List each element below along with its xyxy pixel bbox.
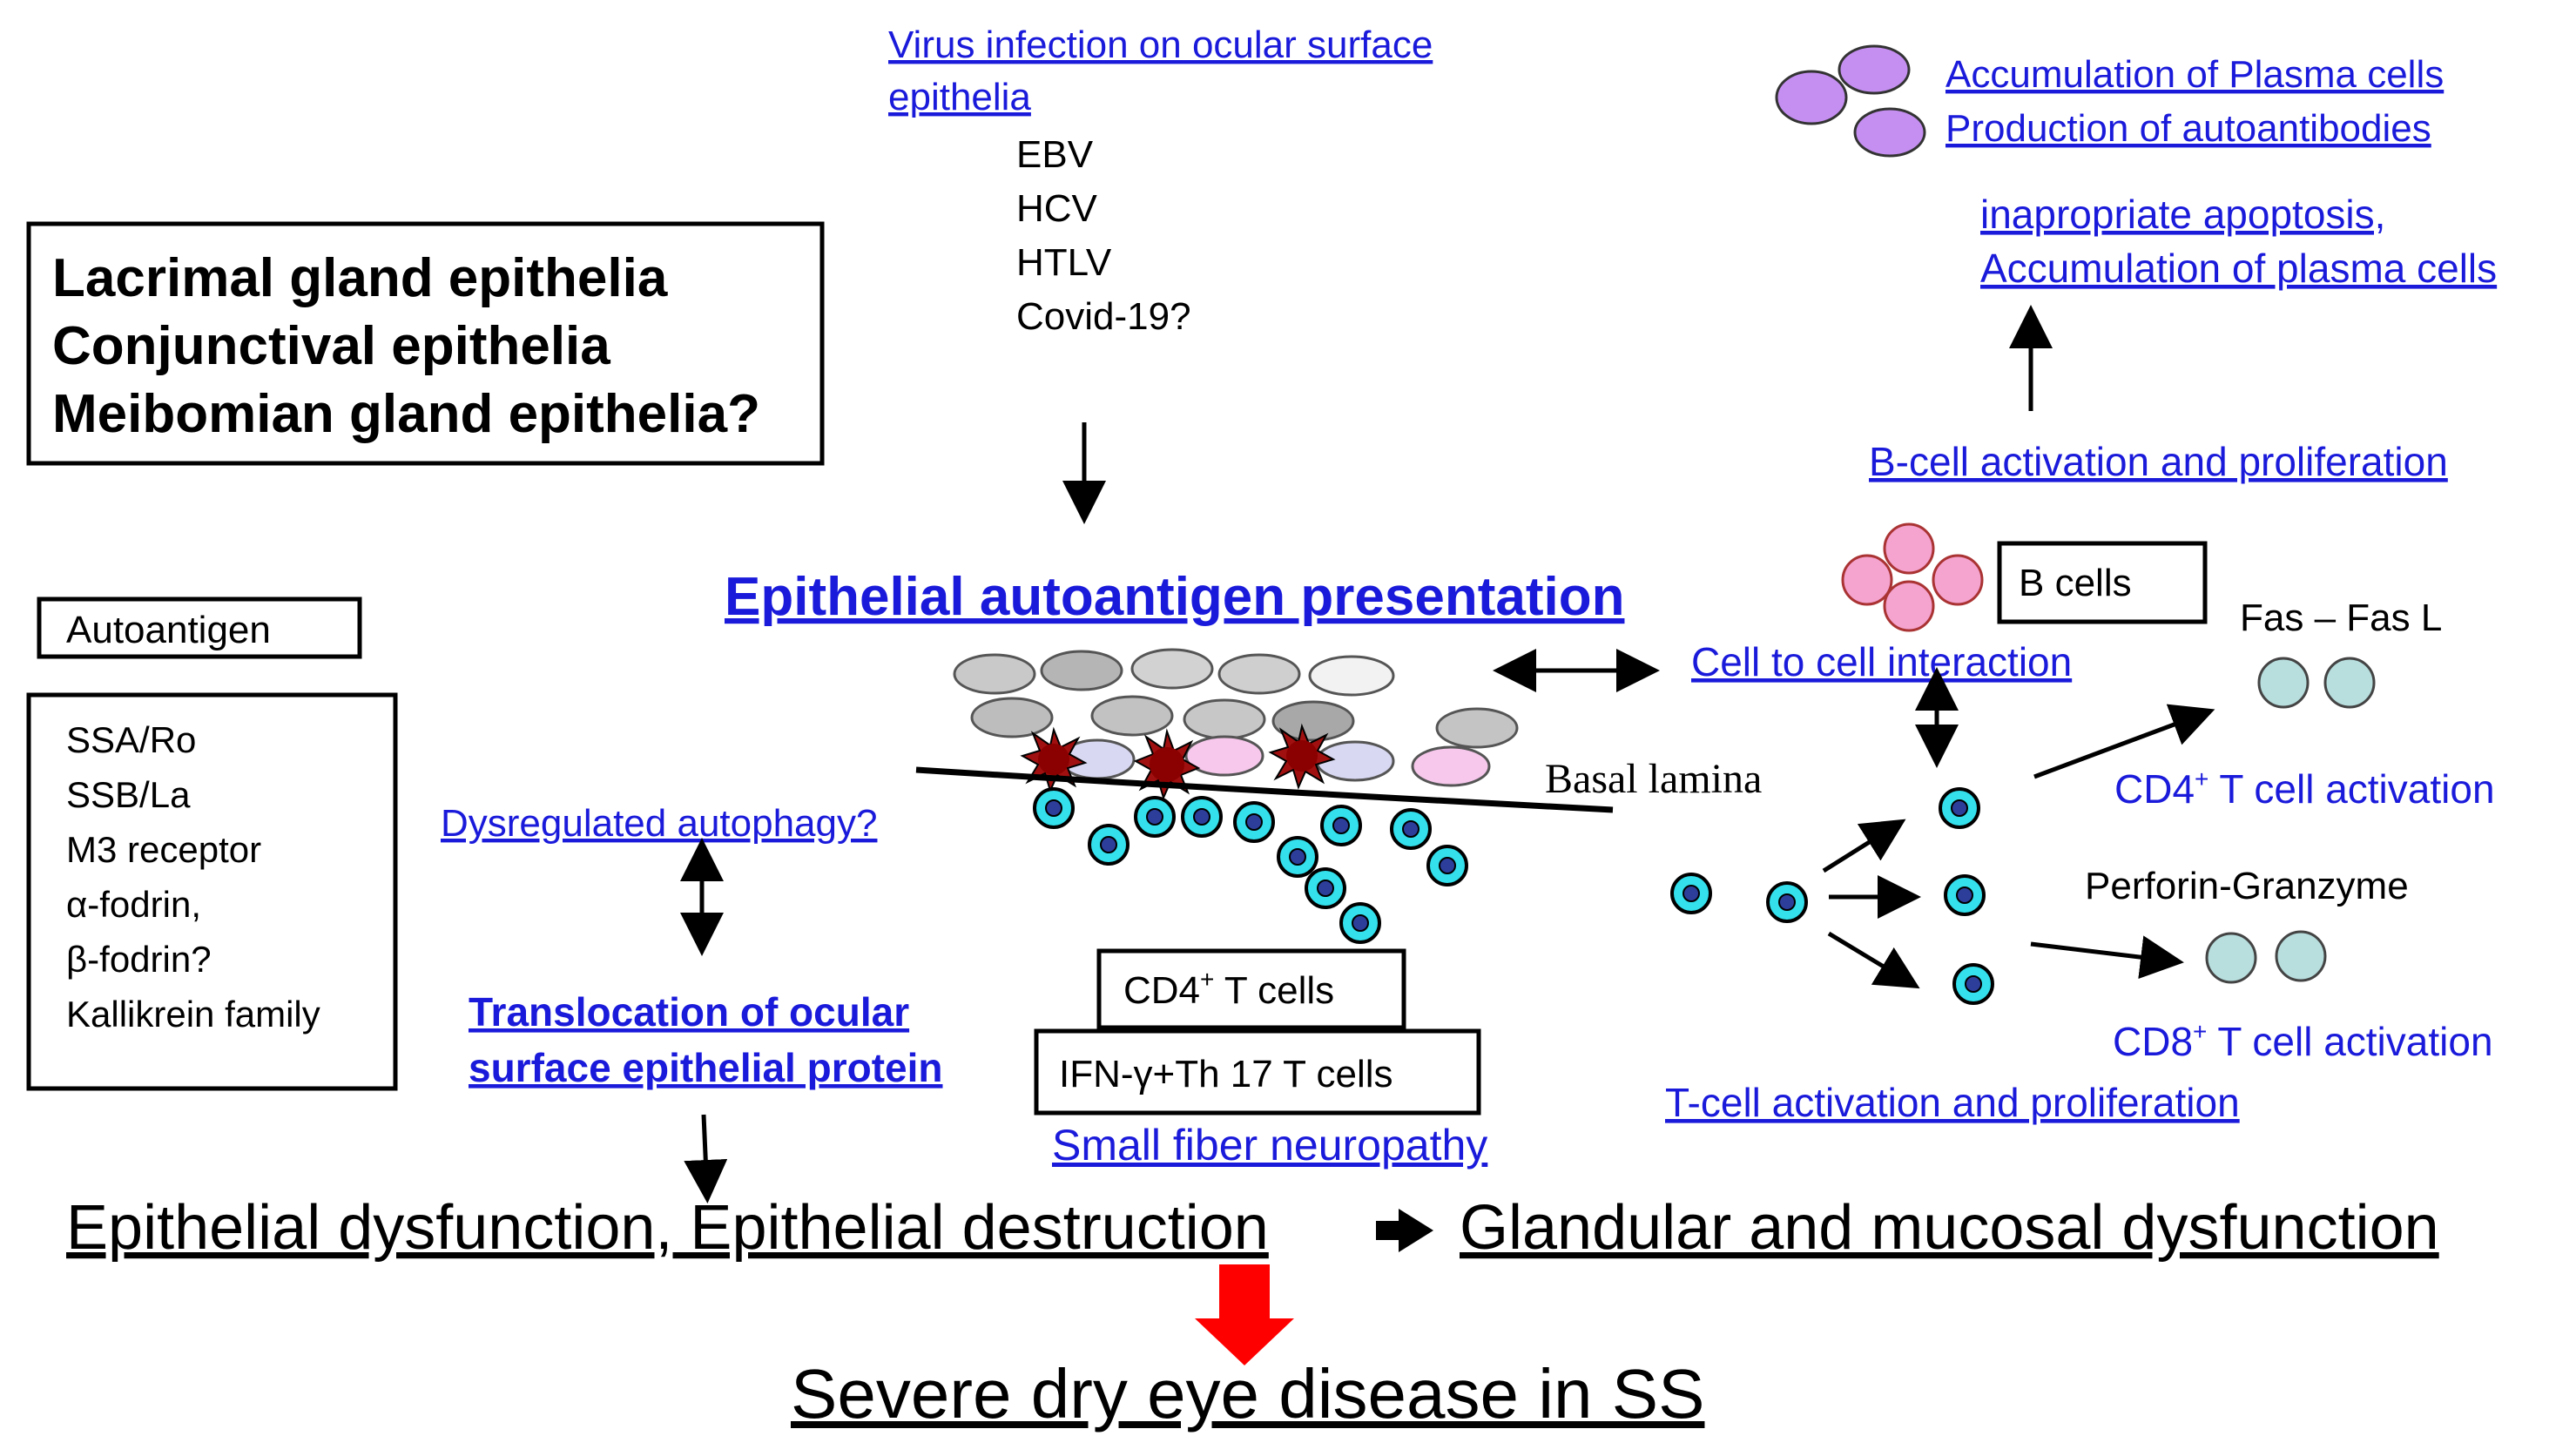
basal-lamina-label: Basal lamina: [1545, 756, 1762, 802]
cd4-effector-cells: [2257, 657, 2376, 709]
cd4-t-cells-label: CD4+ T cells: [1123, 966, 1334, 1012]
plasma-line-1: Accumulation of Plasma cells: [1945, 53, 2444, 96]
b-cells-box: B cells: [1997, 541, 2208, 624]
epithelia-line-2: Conjunctival epithelia: [52, 316, 610, 376]
epithelial-cell-cluster: [953, 648, 1519, 800]
red-down-arrow: [1195, 1264, 1294, 1365]
autoantigen-item: SSB/La: [66, 774, 191, 815]
autoantigen-item: Kallikrein family: [66, 994, 320, 1035]
virus-item: Covid-19?: [1016, 295, 1191, 338]
cd4-activation-arrow: [2033, 704, 2215, 779]
b-activation-label: B-cell activation and proliferation: [1869, 439, 2448, 484]
autoantigen-list-box: SSA/Ro SSB/La M3 receptor α-fodrin, β-fo…: [26, 692, 398, 1091]
translocation-arrow: [684, 1114, 728, 1203]
presentation-title: Epithelial autoantigen presentation: [725, 567, 1624, 627]
autophagy-label: Dysregulated autophagy?: [441, 802, 877, 845]
dysfunction-left: Epithelial dysfunction, Epithelial destr…: [66, 1193, 1269, 1263]
autoantigen-item: α-fodrin,: [66, 884, 201, 925]
network-arrow-up: [1822, 819, 1906, 873]
perforin-label: Perforin-Granzyme: [2085, 865, 2409, 907]
virus-heading-line-2: epithelia: [888, 76, 1031, 118]
cell-interaction-label: Cell to cell interaction: [1691, 639, 2072, 684]
autoantigen-title-box: Autoantigen: [37, 597, 362, 659]
translocation-line-2: surface epithelial protein: [469, 1045, 942, 1090]
network-arrow-down: [1827, 931, 1920, 989]
virus-block: Virus infection on ocular surface epithe…: [888, 24, 1433, 524]
t-activation-label: T-cell activation and proliferation: [1665, 1080, 2240, 1125]
virus-item: HTLV: [1016, 241, 1112, 284]
virus-heading-line-1: Virus infection on ocular surface: [888, 24, 1433, 66]
cd8-effector-cells: [2205, 930, 2327, 984]
virus-item: EBV: [1016, 133, 1094, 176]
dysfunction-right: Glandular and mucosal dysfunction: [1460, 1193, 2439, 1263]
ifn-th17-box: IFN-γ+Th 17 T cells: [1034, 1028, 1481, 1116]
cd8-activation-label: CD8+ T cell activation: [2113, 1018, 2493, 1064]
epithelia-line-1: Lacrimal gland epithelia: [52, 248, 668, 308]
epithelia-box: Lacrimal gland epithelia Conjunctival ep…: [26, 221, 825, 466]
conclusion: Severe dry eye disease in SS: [791, 1355, 1704, 1432]
virus-item: HCV: [1016, 187, 1098, 230]
b-cells-label: B cells: [2019, 562, 2132, 604]
plasma-cell-cluster: [1775, 44, 1926, 158]
cd4-activation-label: CD4+ T cell activation: [2114, 765, 2495, 812]
epithelia-line-3: Meibomian gland epithelia?: [52, 384, 760, 444]
apoptosis-line-2: Accumulation of plasma cells: [1980, 246, 2497, 291]
plasma-line-2: Production of autoantibodies: [1945, 107, 2431, 150]
basal-lamina-line: [915, 766, 1614, 813]
dysfunction-arrow: [1376, 1209, 1433, 1252]
small-fiber-label: Small fiber neuropathy: [1052, 1121, 1487, 1170]
cd4-t-cells-box: CD4+ T cells: [1096, 948, 1406, 1030]
infiltrating-t-cells: [1033, 787, 1468, 944]
autoantigen-item: SSA/Ro: [66, 719, 196, 760]
autoantigen-item: M3 receptor: [66, 829, 261, 870]
fas-label: Fas – Fas L: [2240, 597, 2442, 639]
ifn-th17-label: IFN-γ+Th 17 T cells: [1059, 1053, 1393, 1095]
autoantigen-item: β-fodrin?: [66, 939, 212, 980]
autoantigen-title: Autoantigen: [66, 609, 271, 651]
apoptosis-line-1: inapropriate apoptosis,: [1980, 192, 2385, 237]
t-cell-network: [1670, 704, 2215, 1005]
translocation-line-1: Translocation of ocular: [469, 989, 909, 1035]
dendritic-cell: [1268, 723, 1336, 790]
cd8-activation-arrow: [2030, 935, 2184, 980]
b-cell-cluster: [1841, 522, 1984, 632]
